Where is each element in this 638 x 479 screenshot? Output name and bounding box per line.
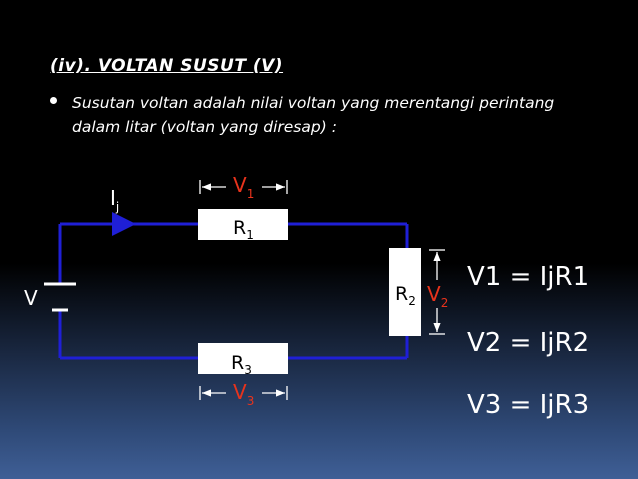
v1-dimension (199, 180, 288, 194)
bullet-text: Susutan voltan adalah nilai voltan yang … (72, 94, 555, 136)
r3-label: R3 (231, 352, 252, 377)
v3-label: V3 (233, 380, 254, 408)
resistor-r2 (389, 248, 421, 336)
v3-dimension (199, 386, 288, 400)
battery-icon (44, 282, 76, 312)
equation-v3: V3 = IjR3 (467, 390, 589, 420)
resistor-r3 (198, 343, 288, 374)
current-label: Ij (110, 186, 119, 214)
v1-label: V1 (233, 173, 254, 201)
bullet-dot-icon (50, 97, 57, 104)
equation-v2: V2 = IjR2 (467, 328, 589, 358)
circuit-wires (58, 222, 409, 360)
equation-v1: V1 = IjR1 (467, 262, 589, 292)
v2-dimension (429, 249, 445, 335)
slide-title: (iv). VOLTAN SUSUT (V) (50, 56, 284, 76)
resistor-r1 (198, 209, 288, 240)
source-voltage-label: V (24, 286, 38, 310)
r1-label: R1 (233, 217, 254, 242)
r2-label: R2 (395, 283, 416, 308)
v2-label: V2 (427, 282, 448, 310)
